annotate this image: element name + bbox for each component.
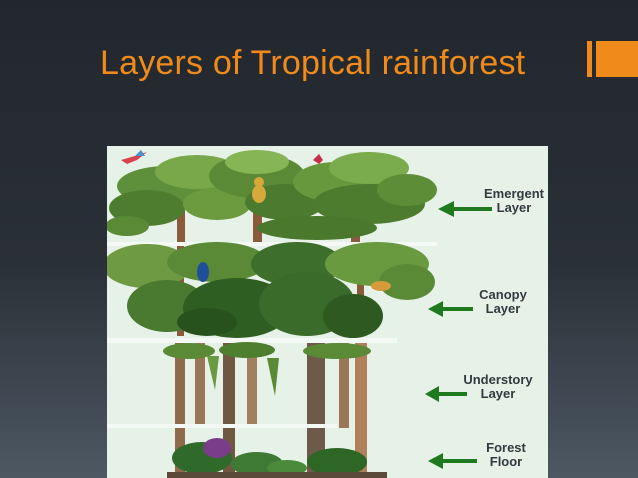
- canopy-arrow-icon: [428, 301, 443, 317]
- layer-label-understory: Understory Layer: [425, 372, 533, 402]
- emergent-label-line2: Layer: [497, 200, 532, 215]
- accent-bar-thin: [587, 41, 592, 77]
- rainforest-layers-figure: Emergent Layer Canopy Layer Understory L…: [107, 146, 548, 478]
- forest-floor-arrow-icon: [428, 453, 443, 469]
- emergent-arrow-shaft: [452, 207, 492, 211]
- layer-label-forest-floor: Forest Floor: [428, 440, 527, 469]
- understory-layer-trees: [163, 342, 371, 428]
- emergent-arrow-icon: [438, 201, 454, 217]
- forest-floor-label-line1: Forest: [486, 440, 526, 455]
- rainforest-illustration: Emergent Layer Canopy Layer Understory L…: [107, 146, 548, 478]
- layer-label-canopy: Canopy Layer: [428, 287, 528, 317]
- canopy-label-line2: Layer: [486, 301, 521, 316]
- forest-floor-arrow-shaft: [441, 459, 477, 463]
- canopy-layer-trees: [107, 242, 435, 338]
- understory-arrow-icon: [425, 386, 439, 402]
- understory-label-line2: Layer: [481, 386, 516, 401]
- canopy-arrow-shaft: [441, 307, 473, 311]
- slide-title: Layers of Tropical rainforest: [100, 44, 526, 82]
- forest-floor-plants: [167, 428, 387, 478]
- forest-floor-label-line2: Floor: [490, 454, 523, 469]
- accent-bar-thick: [596, 41, 638, 77]
- layer-label-emergent: Emergent Layer: [438, 186, 545, 217]
- emergent-layer-trees: [107, 150, 437, 242]
- understory-label-line1: Understory: [463, 372, 533, 387]
- canopy-label-line1: Canopy: [479, 287, 527, 302]
- understory-arrow-shaft: [437, 392, 467, 396]
- emergent-label-line1: Emergent: [484, 186, 545, 201]
